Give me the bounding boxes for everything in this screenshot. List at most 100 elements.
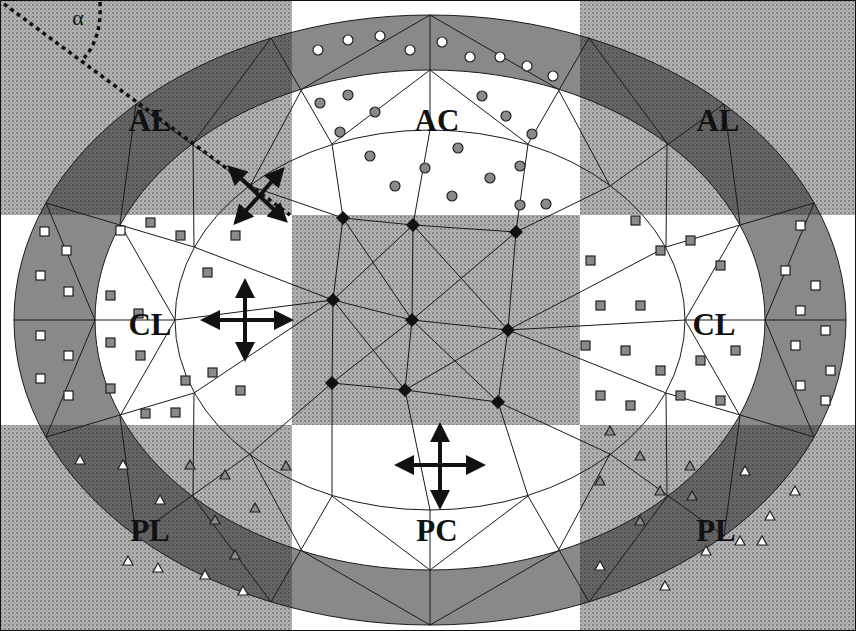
node-marker (146, 218, 155, 227)
node-marker (522, 61, 532, 71)
node-marker (527, 129, 537, 139)
node-marker (176, 231, 185, 240)
node-marker (405, 313, 419, 327)
node-marker (687, 491, 697, 500)
node-marker (656, 246, 665, 255)
node-marker (365, 151, 375, 161)
node-marker (595, 561, 605, 570)
node-marker (36, 271, 45, 280)
node-marker (655, 486, 665, 495)
node-marker (185, 460, 195, 469)
node-marker (437, 37, 447, 47)
node-marker (685, 461, 695, 470)
node-marker (635, 451, 645, 460)
node-marker (821, 396, 830, 405)
node-marker (596, 301, 605, 310)
node-marker (757, 536, 767, 545)
node-marker (465, 52, 475, 62)
node-marker (281, 461, 291, 470)
mesh-line (14, 15, 846, 625)
node-marker (485, 173, 495, 183)
node-marker (586, 256, 595, 265)
region-label: PC (416, 515, 457, 546)
node-marker (491, 395, 505, 409)
node-marker (541, 199, 551, 209)
node-marker (826, 366, 835, 375)
node-marker (335, 127, 345, 137)
node-marker (605, 426, 615, 435)
node-marker (370, 107, 380, 117)
node-marker (398, 383, 412, 397)
node-marker (791, 341, 800, 350)
node-marker (36, 374, 45, 383)
node-marker (811, 281, 820, 290)
node-marker (635, 516, 645, 525)
node-marker (453, 143, 463, 153)
region-box: PL (126, 513, 174, 548)
node-marker (155, 495, 165, 504)
node-marker (210, 515, 220, 524)
region-label: AL (696, 105, 739, 136)
node-marker (676, 391, 685, 400)
node-marker (581, 341, 590, 350)
node-marker (686, 236, 695, 245)
node-marker (220, 470, 230, 479)
node-marker (509, 225, 523, 239)
node-marker (501, 323, 515, 337)
node-marker (501, 111, 511, 121)
region-label: CL (128, 309, 171, 340)
node-marker (106, 384, 115, 393)
node-marker (790, 486, 800, 495)
node-marker (336, 211, 350, 225)
node-marker (735, 536, 745, 545)
node-marker (230, 550, 240, 559)
node-marker (595, 476, 605, 485)
node-marker (716, 396, 725, 405)
node-marker (495, 52, 505, 62)
node-marker (390, 181, 400, 191)
region-label: CL (692, 309, 735, 340)
node-marker (231, 231, 240, 240)
node-marker (236, 386, 245, 395)
direction-arrow (398, 463, 482, 467)
mesh-line (95, 70, 765, 570)
node-marker (701, 546, 711, 555)
node-marker (106, 291, 115, 300)
angle-arc (84, 2, 100, 58)
node-marker (796, 306, 805, 315)
node-marker (36, 331, 45, 340)
node-marker (40, 227, 49, 236)
region-box: CL (688, 307, 739, 342)
region-label: PL (696, 515, 736, 546)
node-marker (171, 408, 180, 417)
node-marker (64, 351, 73, 360)
node-marker (250, 503, 260, 512)
node-marker (420, 163, 430, 173)
region-box: AL (692, 103, 743, 138)
angle-label: α (72, 7, 84, 29)
node-marker (515, 200, 525, 210)
node-marker (740, 466, 750, 475)
node-marker (447, 191, 457, 201)
node-marker (696, 356, 705, 365)
region-label: AC (415, 105, 460, 136)
node-marker (136, 351, 145, 360)
node-marker (62, 246, 71, 255)
direction-arrow (236, 170, 282, 222)
node-marker (118, 460, 128, 469)
region-label: PL (130, 515, 170, 546)
region-box: CL (124, 307, 175, 342)
node-marker (315, 98, 325, 108)
node-marker (106, 338, 115, 347)
node-marker (636, 301, 645, 310)
node-marker (596, 391, 605, 400)
node-marker (116, 226, 125, 235)
node-marker (656, 366, 665, 375)
node-marker (153, 563, 163, 572)
node-marker (781, 266, 790, 275)
mesh-lines (14, 15, 846, 625)
node-marker (406, 218, 420, 232)
node-marker (141, 409, 150, 418)
node-marker (64, 391, 73, 400)
